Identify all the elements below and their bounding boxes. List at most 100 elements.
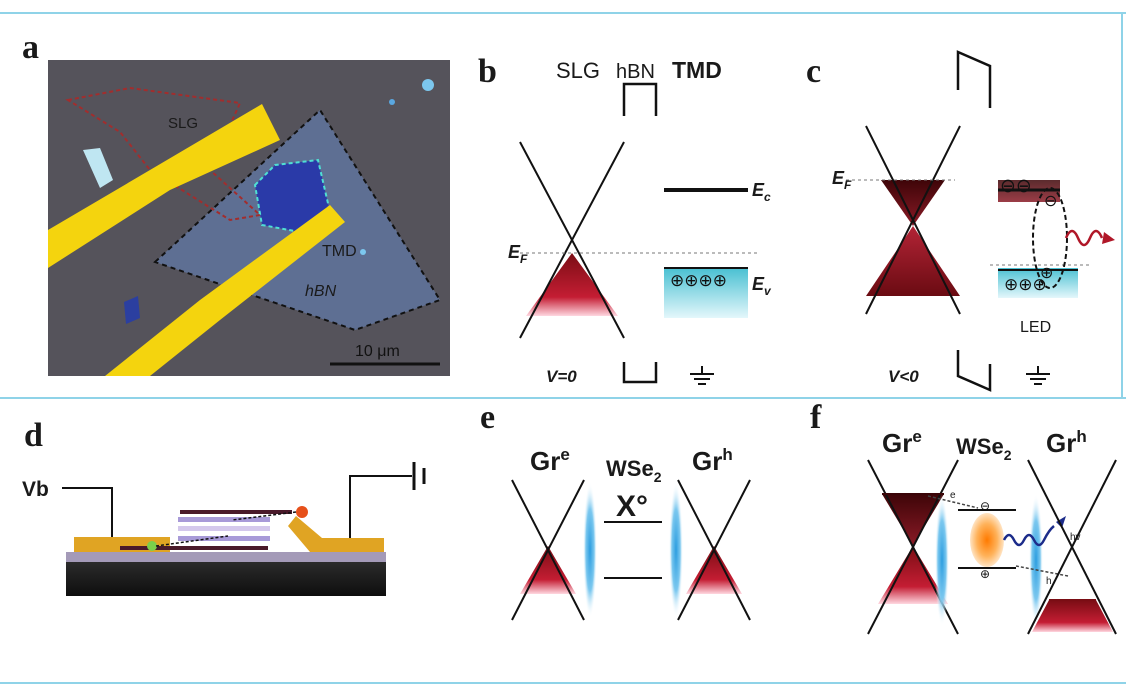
hole-single: ⊕: [1040, 263, 1053, 282]
hbn-barrier-tilted-top: [956, 50, 992, 108]
graphene-upper-filled: [881, 180, 945, 226]
panel-a: a SLG TMD hBN 10 μm: [22, 29, 450, 376]
dielectric-layer: [66, 552, 386, 562]
hbn-barrier-tilted-bottom: [956, 350, 992, 392]
ev-label: Ev: [752, 274, 772, 298]
ef-label: EF: [832, 168, 852, 192]
hole-dot: [296, 506, 308, 518]
small-flake: [360, 249, 366, 255]
graphene-filled-band: [526, 253, 618, 316]
dirac-cone-line: [1027, 459, 1117, 635]
exciton-glow: [970, 513, 1004, 567]
dirac-cone-line: [677, 479, 751, 621]
wse2-label: WSe2: [606, 456, 662, 485]
slg-outline: [65, 86, 263, 222]
hole-symbols: ⊕⊕⊕: [1004, 275, 1047, 295]
hbn-glow: [669, 482, 683, 618]
panel-e: e Gre WSe2 Grh X°: [480, 399, 751, 621]
bright-flake: [83, 148, 113, 188]
gre-label: Gre: [530, 445, 570, 476]
small-flake: [389, 99, 395, 105]
dirac-cone-line: [511, 479, 585, 621]
slg-region-label: SLG: [168, 115, 198, 132]
electron-symbols: ⊖⊖: [1000, 175, 1032, 197]
panel-b: b SLG hBN TMD EF Ec ⊕⊕⊕⊕ Ev V=0: [478, 53, 772, 386]
grh-label: Grh: [1046, 427, 1087, 458]
hv-label: hv: [1070, 532, 1081, 543]
ground-wire: [349, 475, 412, 540]
photon-emission-arrow: [1064, 229, 1104, 247]
electron-dot: [147, 541, 157, 551]
photon-arrowhead: [1102, 232, 1115, 244]
hole-symbols: ⊕⊕⊕⊕: [670, 271, 727, 291]
electron-tunnel-arrow: [927, 495, 979, 509]
hbn-glow: [935, 494, 949, 626]
panel-label-e: e: [480, 399, 495, 436]
led-label: LED: [1020, 319, 1051, 336]
bias-label-c: V<0: [888, 367, 919, 386]
exciton-label: X°: [616, 490, 648, 523]
slg-title: SLG: [556, 58, 600, 83]
bottom-hbn: [178, 536, 270, 541]
ground-symbol: [690, 366, 714, 385]
dirac-cone-line: [519, 141, 625, 339]
transfer-arrow: [231, 511, 297, 521]
vb-wire: [62, 487, 113, 540]
gre-filled-band: [520, 546, 576, 594]
panel-label-a: a: [22, 29, 39, 66]
ec-label: Ec: [752, 180, 771, 204]
bottom-graphene: [120, 546, 268, 550]
hbn-glow: [1029, 494, 1043, 626]
panel-label-f: f: [810, 399, 822, 436]
top-hbn: [178, 517, 270, 522]
ground-symbol: [1026, 366, 1050, 385]
electron-symbol: ⊖: [980, 499, 990, 513]
small-flake: [422, 79, 434, 91]
transfer-arrow: [155, 535, 229, 547]
wse2-label: WSe2: [956, 434, 1012, 463]
wse2-layer: [178, 526, 270, 531]
hole-tunnel-arrow: [1015, 565, 1069, 577]
gold-electrode-upper: [48, 104, 280, 268]
ef-label: EF: [508, 242, 528, 266]
panel-c: c EF ⊖⊖ ⊖ ⊕⊕⊕ ⊕ LED V<0: [806, 50, 1115, 392]
tmd-region-label: TMD: [322, 243, 357, 260]
hole-arrow-label: h: [1046, 576, 1052, 587]
panel-label-d: d: [24, 417, 43, 454]
gold-electrode-lower: [105, 205, 345, 376]
electron-single: ⊖: [1044, 191, 1057, 210]
gre-label: Gre: [882, 427, 922, 458]
scalebar-label: 10 μm: [355, 343, 400, 360]
bias-label-b: V=0: [546, 367, 577, 386]
tmd-outline: [253, 158, 332, 234]
dirac-cone-line: [867, 459, 959, 635]
gre-lower-filled: [878, 546, 948, 604]
right-electrode: [288, 516, 384, 552]
grh-label: Grh: [692, 445, 733, 476]
electron-arrow-label: e: [950, 490, 956, 501]
valence-band: [664, 268, 748, 318]
hbn-barrier-bottom: [622, 362, 658, 384]
substrate: [66, 562, 386, 596]
panel-f: f Gre WSe2 Grh ⊖ ⊕ e h hv: [810, 399, 1117, 635]
graphene-lower-filled: [866, 226, 960, 296]
tmd-title: TMD: [672, 57, 722, 83]
hbn-title: hBN: [616, 61, 655, 83]
panel-d: d Vb: [22, 417, 426, 596]
top-graphene: [180, 510, 292, 514]
vb-label: Vb: [22, 478, 49, 501]
hbn-region-label: hBN: [305, 283, 337, 300]
hbn-glow: [583, 482, 597, 618]
hole-symbol: ⊕: [980, 567, 990, 581]
panel-label-c: c: [806, 53, 821, 90]
panel-label-b: b: [478, 53, 497, 90]
dirac-cone-line: [865, 125, 961, 315]
grh-filled-band: [1032, 600, 1113, 632]
photon-arrowhead: [1056, 516, 1066, 528]
gre-upper-filled: [882, 494, 944, 546]
hbn-barrier-top: [622, 82, 658, 116]
photon-emission-arrow: [1002, 525, 1055, 547]
grh-filled-band: [686, 546, 742, 594]
dark-blue-flake: [124, 296, 140, 324]
